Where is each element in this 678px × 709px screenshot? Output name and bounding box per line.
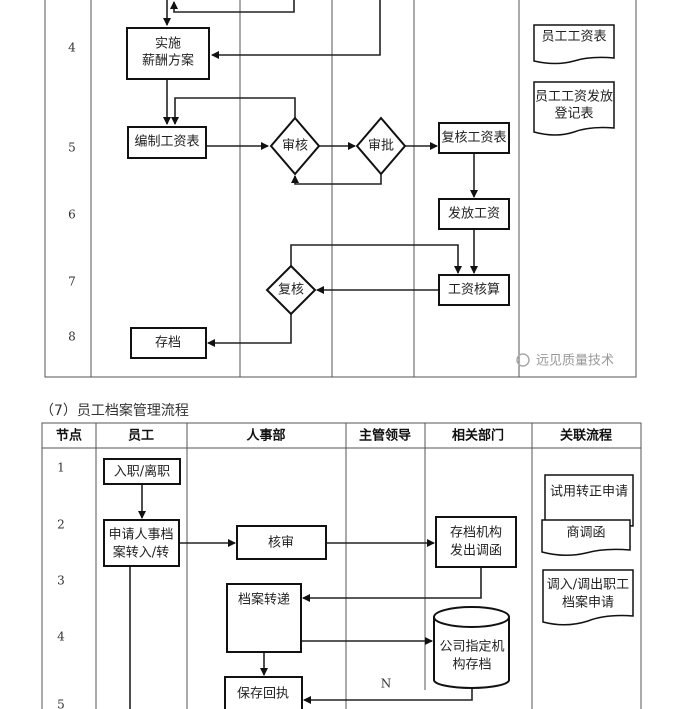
document-transfer-letter: 商调函 — [541, 519, 631, 556]
step-salary-accounting: 工资核算 — [438, 274, 510, 306]
node-number: 8 — [68, 330, 76, 344]
svg-text:实施: 实施 — [155, 37, 181, 52]
step-onboard-leave: 入职/离职 — [103, 458, 181, 485]
connector-arrow — [302, 567, 482, 602]
svg-text:工资核算: 工资核算 — [448, 283, 500, 298]
svg-text:存档机构: 存档机构 — [450, 526, 502, 541]
branch-label-n: N — [381, 677, 392, 691]
svg-text:入职/离职: 入职/离职 — [114, 464, 170, 480]
svg-text:登记表: 登记表 — [554, 107, 593, 122]
node-number: 5 — [68, 141, 76, 155]
svg-text:公司指定机: 公司指定机 — [439, 640, 504, 655]
svg-text:档案转递: 档案转递 — [238, 593, 290, 608]
salary-flow-table: 4 5 6 7 8 实施 薪酬方案 编制工资表 审核 — [44, 0, 637, 378]
svg-text:商调函: 商调函 — [566, 526, 605, 541]
step-file-transfer: 档案转递 — [226, 583, 302, 653]
svg-text:薪酬方案: 薪酬方案 — [142, 53, 194, 69]
storage-designated-institution: 公司指定机 构存档 — [433, 606, 510, 689]
table-border — [44, 0, 637, 378]
svg-text:员工工资表: 员工工资表 — [541, 30, 606, 45]
svg-text:存档: 存档 — [155, 336, 181, 351]
svg-text:复核: 复核 — [278, 283, 304, 298]
header-related-process: 关联流程 — [560, 428, 612, 444]
svg-text:档案申请: 档案申请 — [562, 596, 614, 611]
svg-text:员工工资发放: 员工工资发放 — [535, 89, 613, 105]
svg-text:核审: 核审 — [268, 536, 294, 551]
node-number: 1 — [57, 461, 65, 475]
svg-text:试用转正申请: 试用转正申请 — [550, 485, 628, 500]
connector-arrow — [291, 174, 382, 185]
watermark: 远见质量技术 — [516, 353, 614, 369]
employee-file-flow-table: 节点 员工 人事部 主管领导 相关部门 关联流程 1 2 3 4 5 入职/离职… — [41, 422, 642, 709]
node-number: 7 — [68, 275, 76, 289]
decision-approve: 审批 — [355, 116, 407, 176]
node-number: 3 — [57, 574, 65, 588]
step-archive: 存档 — [130, 327, 207, 359]
step-audit: 核审 — [236, 525, 327, 560]
svg-text:申请人事档: 申请人事档 — [108, 528, 173, 543]
connector-arrow — [303, 688, 473, 704]
svg-text:审核: 审核 — [282, 139, 308, 154]
svg-text:远见质量技术: 远见质量技术 — [536, 354, 614, 369]
header-employee: 员工 — [128, 429, 154, 444]
step-issue-transfer-letter: 存档机构 发出调函 — [435, 516, 517, 568]
step-recheck-payroll: 复核工资表 — [438, 122, 510, 154]
svg-text:发放工资: 发放工资 — [448, 206, 500, 222]
connector-arrow — [207, 314, 292, 347]
document-file-transfer-application: 调入/调出职工 档案申请 — [542, 569, 634, 626]
decision-review: 审核 — [269, 116, 321, 176]
header-node: 节点 — [56, 428, 82, 444]
node-number: 5 — [57, 698, 65, 709]
svg-text:审批: 审批 — [368, 139, 394, 154]
header-hr: 人事部 — [246, 428, 285, 444]
node-number: 4 — [68, 41, 76, 55]
section-title: （7）员工档案管理流程 — [40, 402, 189, 419]
step-compile-payroll: 编制工资表 — [127, 126, 207, 159]
svg-text:发出调函: 发出调函 — [450, 543, 502, 559]
node-number: 6 — [68, 208, 76, 222]
connector-arrow — [290, 244, 462, 274]
decision-recheck: 复核 — [265, 264, 317, 316]
svg-text:案转入/转: 案转入/转 — [113, 546, 169, 561]
svg-text:构存档: 构存档 — [452, 658, 491, 673]
node-number: 4 — [57, 630, 65, 644]
connector-arrow — [170, 0, 295, 13]
svg-text:保存回执: 保存回执 — [237, 687, 289, 702]
document-payroll-sheet: 员工工资表 — [533, 24, 615, 65]
svg-text:复核工资表: 复核工资表 — [441, 131, 506, 146]
svg-text:编制工资表: 编制工资表 — [134, 135, 199, 150]
node-number: 2 — [57, 518, 65, 532]
step-apply-file-transfer: 申请人事档 案转入/转 — [103, 519, 180, 567]
connector-arrow — [171, 97, 296, 125]
table-border — [41, 422, 642, 709]
step-pay-salary: 发放工资 — [438, 198, 510, 230]
document-payroll-register: 员工工资发放 登记表 — [533, 81, 615, 136]
step-keep-receipt: 保存回执 — [224, 676, 303, 709]
wechat-icon — [516, 353, 530, 367]
header-related-dept: 相关部门 — [452, 428, 504, 444]
connector-arrow — [211, 0, 381, 59]
header-supervisor: 主管领导 — [359, 428, 411, 444]
svg-text:调入/调出职工: 调入/调出职工 — [547, 578, 629, 593]
step-implement-plan: 实施 薪酬方案 — [126, 27, 210, 80]
